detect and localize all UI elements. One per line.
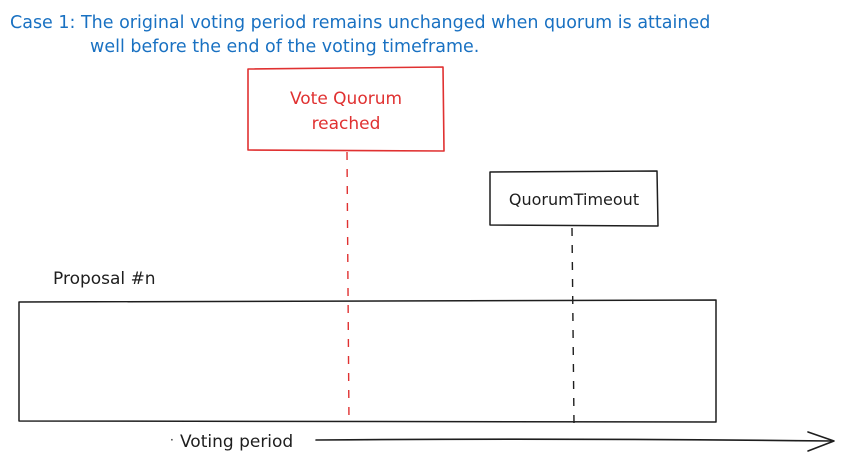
voting-period-tick-mark: · <box>170 433 174 447</box>
voting-period-label: Voting period <box>180 432 293 452</box>
quorum-reached-label-line-1: Vote Quorum <box>290 89 402 109</box>
voting-period-timeline: · Voting period <box>170 431 835 452</box>
quorum-timeout-label: QuorumTimeout <box>509 190 639 209</box>
caption: Case 1: The original voting period remai… <box>10 13 710 57</box>
quorum-reached-label-line-2: reached <box>312 114 381 134</box>
voting-period-arrow-head <box>807 431 835 452</box>
proposal-label: Proposal #n <box>53 269 156 289</box>
quorum-reached-box <box>247 66 445 152</box>
caption-line-1: Case 1: The original voting period remai… <box>10 13 710 33</box>
voting-period-arrow-line <box>315 438 833 442</box>
quorum-reached-marker: Vote Quorum reached <box>247 66 445 425</box>
caption-line-2: well before the end of the voting timefr… <box>90 37 479 57</box>
quorum-timeout-dashed-line <box>571 227 575 425</box>
quorum-timeout-box <box>489 170 659 227</box>
quorum-timeout-marker: QuorumTimeout <box>489 170 659 425</box>
proposal: Proposal #n <box>18 269 717 423</box>
quorum-reached-dashed-line <box>346 151 350 425</box>
proposal-bar <box>18 299 717 423</box>
